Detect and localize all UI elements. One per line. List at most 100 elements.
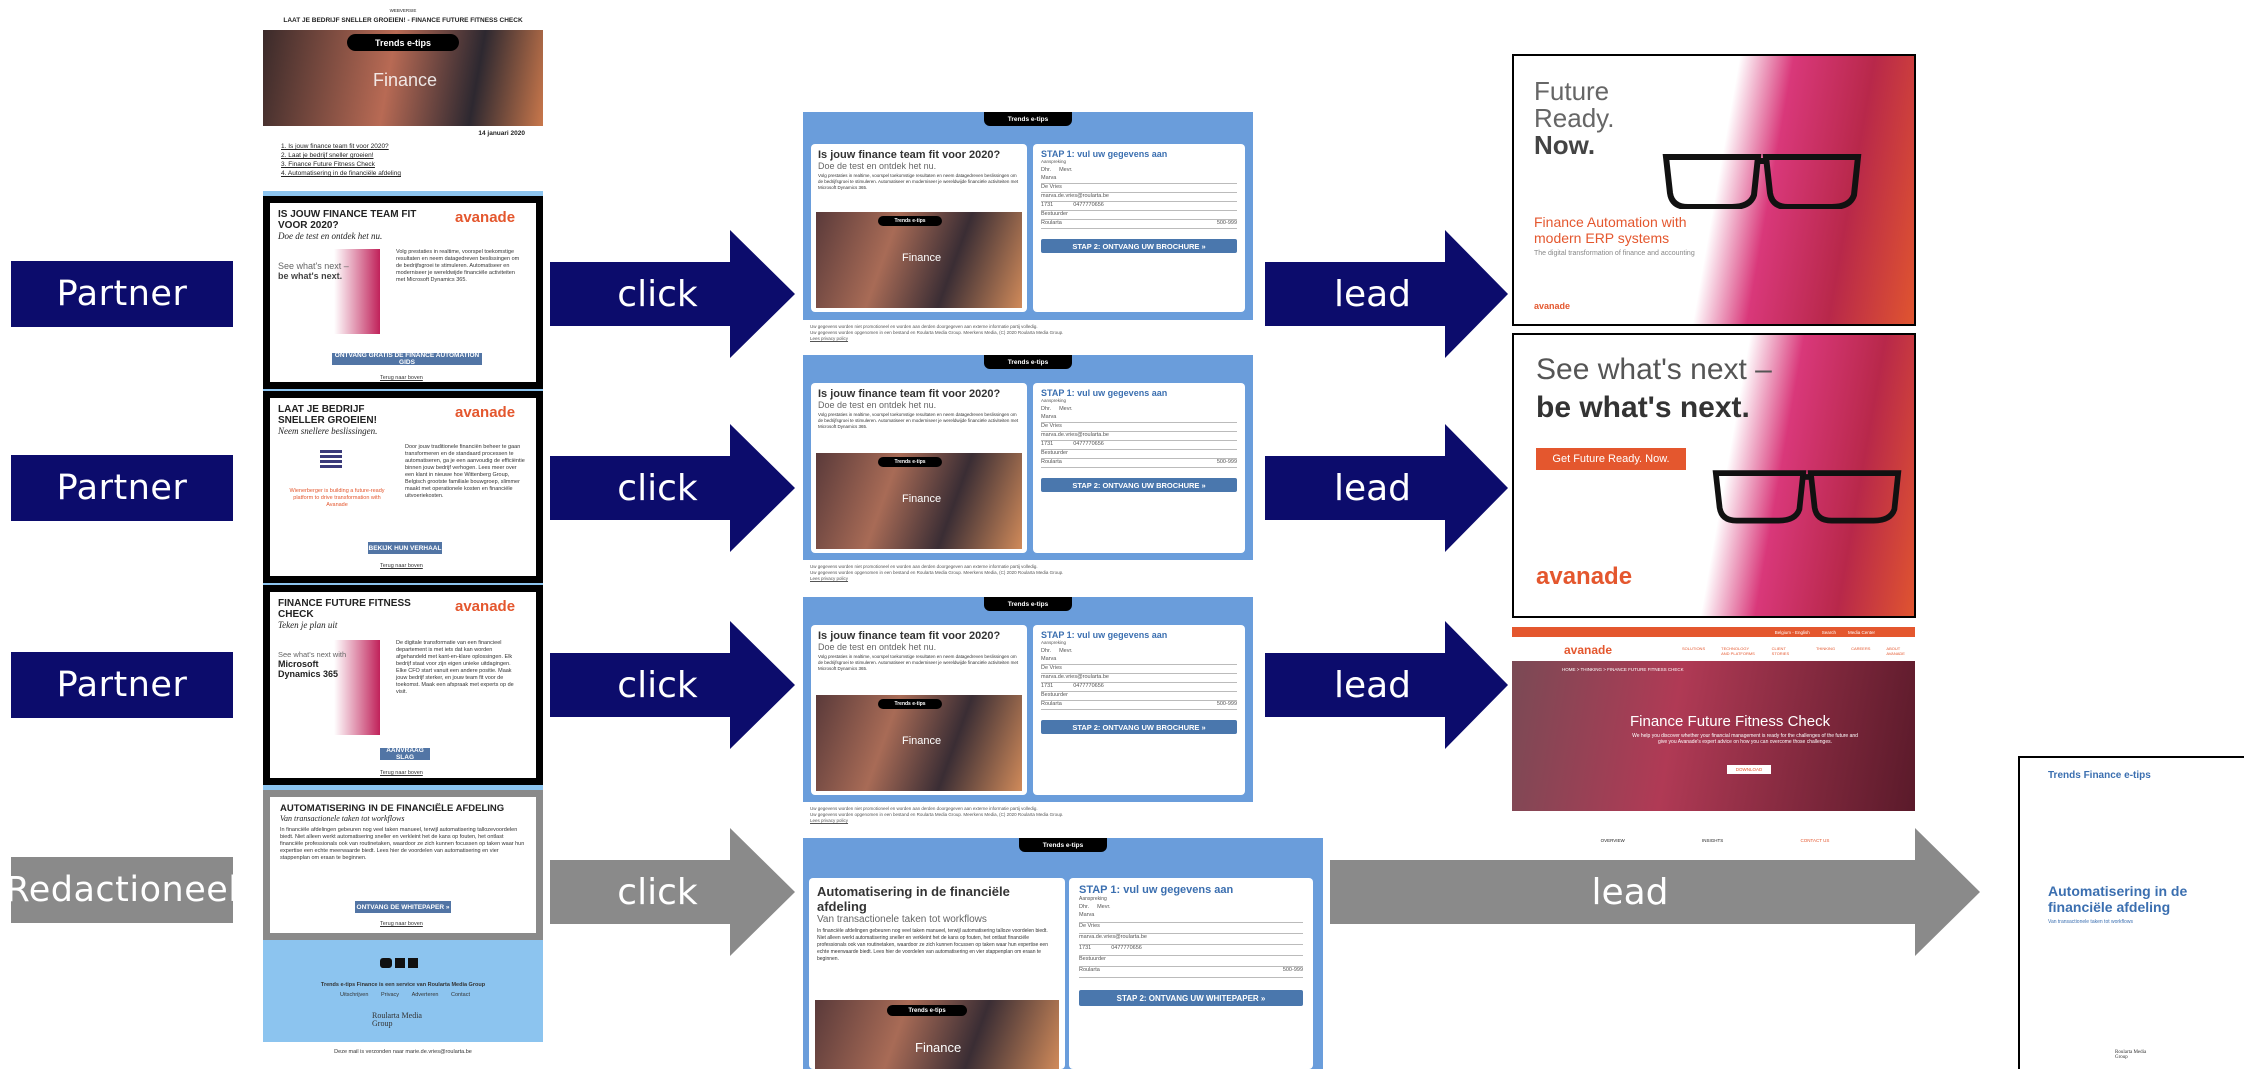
newsletter-card-3: FINANCE FUTURE FITNESS CHECK Teken je pl… xyxy=(263,585,543,785)
lp1-form-panel: STAP 1: vul uw gegevens aan Aanspreking … xyxy=(1033,144,1245,312)
click-arrow-2: click xyxy=(550,424,795,552)
lp1-firstname-input[interactable]: Marva xyxy=(1041,175,1237,184)
landing-page-2: Trends e-tips Is jouw finance team fit v… xyxy=(803,355,1253,560)
ad1-avanade-logo: avanade xyxy=(1534,301,1571,311)
newsletter-bottom-note: Deze mail is verzonden naar marie.de.vri… xyxy=(334,1049,472,1055)
ad2-cta-button[interactable]: Get Future Ready. Now. xyxy=(1536,448,1686,470)
footer-link-1[interactable]: Uitschrijven xyxy=(340,992,369,998)
card2-body: Door jouw traditionele financiën beheer … xyxy=(405,444,525,499)
click-arrow-3: click xyxy=(550,621,795,749)
lead-arrow-2: lead xyxy=(1265,424,1508,552)
card3-subtitle: Teken je plan uit xyxy=(278,620,338,630)
newsletter-footer-links: Uitschrijven Privacy Adverteren Contact xyxy=(340,992,470,999)
card1-body: Volg prestaties in realtime, voorspel to… xyxy=(396,249,520,283)
lp3-form-panel: STAP 1: vul uw gegevens aan Aanspreking … xyxy=(1033,625,1245,795)
card4-body: In financiële afdelingen gebeuren nog ve… xyxy=(280,827,525,861)
footer-link-3[interactable]: Adverteren xyxy=(411,992,439,998)
banner-pill: Trends e-tips xyxy=(347,34,459,51)
lp1-info-panel: Is jouw finance team fit voor 2020? Doe … xyxy=(811,144,1027,312)
ad-future-ready[interactable]: Future Ready. Now. Finance Automation wi… xyxy=(1512,54,1916,326)
ad2-avanade-logo: avanade xyxy=(1536,563,1633,590)
card3-title: FINANCE FUTURE FITNESS CHECK xyxy=(278,598,411,620)
newsletter-card-2: LAAT JE BEDRIJF SNELLER GROEIEN! Neem sn… xyxy=(263,391,543,583)
linkedin-icon[interactable] xyxy=(395,958,405,968)
footer-link-2[interactable]: Privacy xyxy=(380,992,400,998)
lead-arrow-1: lead xyxy=(1265,230,1508,358)
card3-button[interactable]: AANVRAAG SLAG xyxy=(380,747,430,761)
card1-back-link[interactable]: Terug naar boven xyxy=(380,375,423,381)
avanade-page-title: Finance Future Fitness Check xyxy=(1630,713,1831,730)
card1-button[interactable]: ONTVANG GRATIS DE FINANCE AUTOMATION GID… xyxy=(332,352,482,366)
facebook-icon[interactable] xyxy=(408,958,418,968)
landing-page-3: Trends e-tips Is jouw finance team fit v… xyxy=(803,597,1253,802)
toc-link-4[interactable]: 4. Automatisering in de financiële afdel… xyxy=(281,170,401,177)
glasses-icon xyxy=(1662,151,1862,210)
card4-back-link[interactable]: Terug naar boven xyxy=(380,921,423,927)
footer-link-4[interactable]: Contact xyxy=(451,992,470,998)
whitepaper-title: Automatisering in de financiële afdeling xyxy=(2048,883,2188,915)
card2-avanade-logo: avanade xyxy=(455,404,516,421)
lp3-footnote: Uw gegevens worden niet promotioneel en … xyxy=(810,806,1064,823)
toc-link-2[interactable]: 2. Laat je bedrijf sneller groeien! xyxy=(281,152,374,159)
lp1-submit-button[interactable]: STAP 2: ONTVANG UW BROCHURE » xyxy=(1041,239,1237,253)
partner-label-1: Partner xyxy=(11,261,233,327)
lp4-submit-button[interactable]: STAP 2: ONTVANG UW WHITEPAPER » xyxy=(1079,990,1303,1006)
card3-ad-image[interactable]: See what's next with Microsoft Dynamics … xyxy=(278,640,380,735)
lp4-form-panel: STAP 1: vul uw gegevens aan Aanspreking … xyxy=(1069,878,1313,1069)
partner-label-2: Partner xyxy=(11,455,233,521)
newsletter-banner: Trends e-tips Finance xyxy=(263,30,543,126)
toc-link-1[interactable]: 1. Is jouw finance team fit voor 2020? xyxy=(281,143,389,150)
card3-back-link[interactable]: Terug naar boven xyxy=(380,770,423,776)
card2-back-link[interactable]: Terug naar boven xyxy=(380,563,423,569)
lp2-submit-button[interactable]: STAP 2: ONTVANG UW BROCHURE » xyxy=(1041,478,1237,492)
card1-subtitle: Doe de test en ontdek het nu. xyxy=(278,231,383,241)
twitter-icon[interactable] xyxy=(380,958,392,968)
newsletter-header: WEBVERSIE LAAT JE BEDRIJF SNELLER GROEIE… xyxy=(263,5,543,30)
glasses-icon xyxy=(1712,465,1902,525)
card4-button[interactable]: ONTVANG DE WHITEPAPER » xyxy=(355,901,451,913)
newsletter-date: 14 januari 2020 xyxy=(478,130,525,137)
landing-page-whitepaper: Trends e-tips Automatisering in de finan… xyxy=(803,838,1323,1069)
lp1-function-input[interactable]: Bestuurder xyxy=(1041,211,1237,220)
lp2-footnote: Uw gegevens worden niet promotioneel en … xyxy=(810,564,1064,581)
redactioneel-label: Redactioneel xyxy=(5,857,238,923)
card1-ad-image[interactable]: See what's next – be what's next. xyxy=(278,249,380,334)
banner-word: Finance xyxy=(373,70,438,90)
card3-avanade-logo: avanade xyxy=(455,598,516,615)
lp1-footnote: Uw gegevens worden niet promotioneel en … xyxy=(810,324,1064,341)
card1-title: IS JOUW FINANCE TEAM FIT VOOR 2020? xyxy=(278,209,417,231)
social-icons xyxy=(380,958,430,968)
card3-body: De digitale transformatie van een financ… xyxy=(396,640,514,695)
newsletter-footer-text: Trends e-tips Finance is een service van… xyxy=(320,982,486,988)
partner-label-3: Partner xyxy=(11,652,233,718)
lp2-form-panel: STAP 1: vul uw gegevens aan Aanspreking … xyxy=(1033,383,1245,553)
newsletter-card-4: AUTOMATISERING IN DE FINANCIËLE AFDELING… xyxy=(263,790,543,940)
lp2-info-panel: Is jouw finance team fit voor 2020? Doe … xyxy=(811,383,1027,553)
lp1-email-input[interactable]: marva.de.vries@roularta.be xyxy=(1041,193,1237,202)
toc-link-3[interactable]: 3. Finance Future Fitness Check xyxy=(281,161,375,168)
card1-avanade-logo: avanade xyxy=(455,209,516,226)
click-arrow-4: click xyxy=(550,828,795,956)
lp4-info-panel: Automatisering in de financiële afdeling… xyxy=(809,878,1065,1069)
lp3-info-panel: Is jouw finance team fit voor 2020? Doe … xyxy=(811,625,1027,795)
lp1-lastname-input[interactable]: De Vries xyxy=(1041,184,1237,193)
newsletter-card-1: IS JOUW FINANCE TEAM FIT VOOR 2020? Doe … xyxy=(263,196,543,389)
card2-wienerberger-logo xyxy=(320,450,342,468)
newsletter-toc: 14 januari 2020 1. Is jouw finance team … xyxy=(263,126,543,191)
lead-arrow-3: lead xyxy=(1265,621,1508,749)
whitepaper-cover[interactable]: Trends Finance e-tips Automatisering in … xyxy=(2018,756,2244,1069)
card2-button[interactable]: BEKIJK HUN VERHAAL xyxy=(368,542,442,554)
click-arrow-1: click xyxy=(550,230,795,358)
roularta-logo: Roularta Media Group xyxy=(372,1011,422,1028)
card2-ad-text: Wienerberger is building a future-ready … xyxy=(289,488,385,508)
card2-subtitle: Neem snellere beslissingen. xyxy=(278,426,378,436)
card4-title: AUTOMATISERING IN DE FINANCIËLE AFDELING xyxy=(280,803,505,814)
avanade-download-button[interactable]: DOWNLOAD xyxy=(1727,765,1771,774)
lp3-submit-button[interactable]: STAP 2: ONTVANG UW BROCHURE » xyxy=(1041,720,1237,734)
landing-page-1: Trends e-tips Is jouw finance team fit v… xyxy=(803,112,1253,320)
lead-arrow-4: lead xyxy=(1330,828,1980,956)
card4-subtitle: Van transactionele taken tot workflows xyxy=(280,814,405,823)
ad-see-whats-next[interactable]: See what's next – be what's next. Get Fu… xyxy=(1512,333,1916,618)
card2-title: LAAT JE BEDRIJF SNELLER GROEIEN! xyxy=(278,404,377,426)
